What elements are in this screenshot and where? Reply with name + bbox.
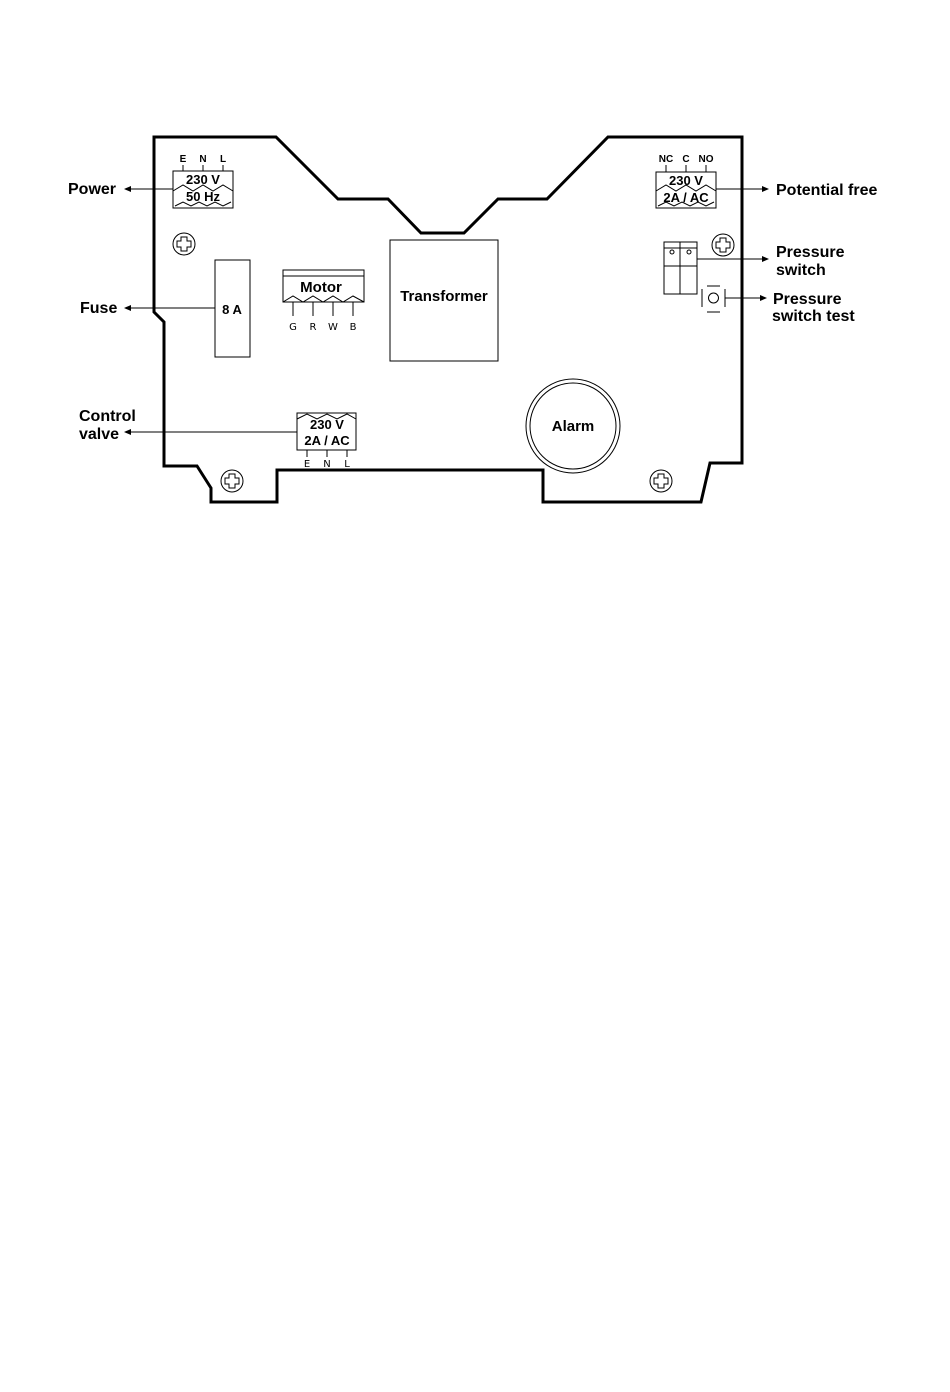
power-frequency: 50 Hz — [186, 189, 220, 204]
alarm-label: Alarm — [552, 418, 595, 435]
transformer-label: Transformer — [400, 288, 488, 305]
arrow-right-icon — [762, 256, 769, 262]
fuse-label: Fuse — [80, 300, 117, 317]
screw-icon — [221, 470, 243, 492]
motor-pin-r: R — [310, 322, 317, 333]
pressure-switch-test-label-2: switch test — [772, 308, 855, 325]
motor-pin-b: B — [350, 322, 357, 333]
power-pin-n: N — [199, 154, 206, 165]
valve-rating: 2A / AC — [304, 433, 350, 448]
valve-voltage: 230 V — [310, 417, 344, 432]
valve-pin-n: N — [323, 459, 330, 470]
screw-icon — [712, 234, 734, 256]
pressure-switch-test-button — [702, 286, 725, 312]
valve-pin-e: E — [304, 459, 310, 470]
relay-pin-no: NO — [699, 154, 714, 165]
control-valve-terminal: 230 V 2A / AC E N L — [297, 413, 356, 470]
arrow-left-icon — [124, 305, 131, 311]
motor-connector: Motor G R W B — [283, 270, 364, 333]
arrow-left-icon — [124, 186, 131, 192]
pressure-switch-label-1: Pressure — [776, 244, 845, 261]
motor-pin-w: W — [328, 322, 338, 333]
arrow-right-icon — [760, 295, 767, 301]
control-valve-label-2: valve — [79, 426, 119, 443]
relay-rating: 2A / AC — [663, 190, 709, 205]
power-label: Power — [68, 181, 116, 198]
potential-free-label: Potential free — [776, 182, 877, 199]
potential-free-terminal: NC C NO 230 V 2A / AC — [656, 154, 716, 208]
pressure-switch-test-label-1: Pressure — [773, 291, 842, 308]
valve-pin-l: L — [344, 459, 350, 470]
relay-pin-c: C — [682, 154, 689, 165]
alarm-buzzer: Alarm — [526, 379, 620, 473]
screw-icon — [173, 233, 195, 255]
board-outline — [154, 137, 742, 502]
arrow-left-icon — [124, 429, 131, 435]
relay-voltage: 230 V — [669, 173, 703, 188]
motor-pin-g: G — [289, 322, 297, 333]
control-valve-label-1: Control — [79, 408, 136, 425]
arrow-right-icon — [762, 186, 769, 192]
relay-pin-nc: NC — [659, 154, 673, 165]
power-pin-l: L — [220, 154, 226, 165]
fuse-value: 8 A — [222, 302, 242, 317]
power-terminal: E N L 230 V 50 Hz — [173, 154, 233, 208]
power-voltage: 230 V — [186, 172, 220, 187]
motor-label: Motor — [300, 279, 342, 296]
pressure-switch — [664, 242, 697, 294]
pressure-switch-label-2: switch — [776, 262, 826, 279]
power-pin-e: E — [180, 154, 187, 165]
screw-icon — [650, 470, 672, 492]
